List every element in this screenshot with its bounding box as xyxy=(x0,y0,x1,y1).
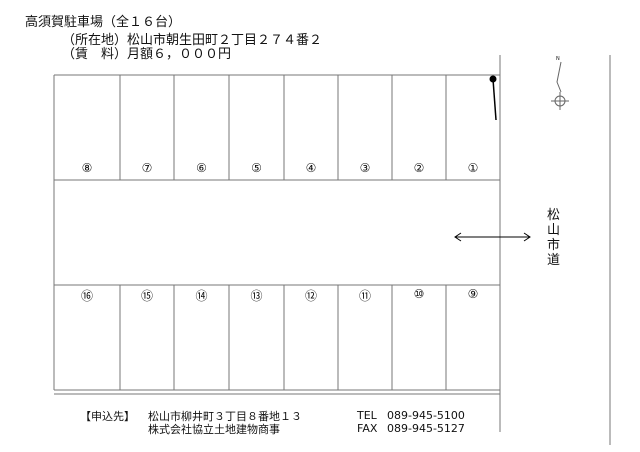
parking-space-number: ⑧ xyxy=(81,161,93,175)
two-way-arrow-icon xyxy=(454,232,531,242)
parking-space-number: ② xyxy=(413,161,425,175)
contact-company: 株式会社協立土地建物商事 xyxy=(148,423,280,436)
parking-space-number: ① xyxy=(467,161,479,175)
parking-space-number: ⑤ xyxy=(251,161,262,175)
parking-space-number: ⑩ xyxy=(413,287,425,301)
parking-space-number: ⑬ xyxy=(250,289,263,303)
parking-space-number: ⑭ xyxy=(195,289,208,303)
tel-number: 089-945-5100 xyxy=(387,409,465,422)
contact-label: 【申込先】 xyxy=(80,410,135,423)
tel-label: TEL xyxy=(357,409,377,422)
pole-icon xyxy=(489,75,497,121)
compass-label: N xyxy=(556,56,560,62)
location-text: （所在地）松山市朝生田町２丁目２７４番２ xyxy=(62,33,323,48)
fee-text: （賃 料）月額６，０００円 xyxy=(62,47,232,62)
parking-space-number: ④ xyxy=(305,161,317,175)
parking-space-number: ⑦ xyxy=(141,161,153,175)
parking-space-number: ⑨ xyxy=(467,287,479,301)
fax-number: 089-945-5127 xyxy=(387,422,465,435)
page-title: 高須賀駐車場（全１６台） xyxy=(25,15,182,30)
road-label: 松山市道 xyxy=(547,208,561,268)
north-compass-icon xyxy=(551,61,569,110)
fax-label: FAX xyxy=(357,422,378,435)
parking-space-number: ⑫ xyxy=(304,289,317,303)
parking-space-number: ⑯ xyxy=(80,289,93,303)
parking-space-number: ⑥ xyxy=(196,161,207,175)
parking-space-number: ⑮ xyxy=(140,289,153,303)
parking-space-number: ③ xyxy=(359,161,371,175)
contact-address: 松山市柳井町３丁目８番地１３ xyxy=(148,410,302,423)
parking-space-number: ⑪ xyxy=(358,289,371,303)
